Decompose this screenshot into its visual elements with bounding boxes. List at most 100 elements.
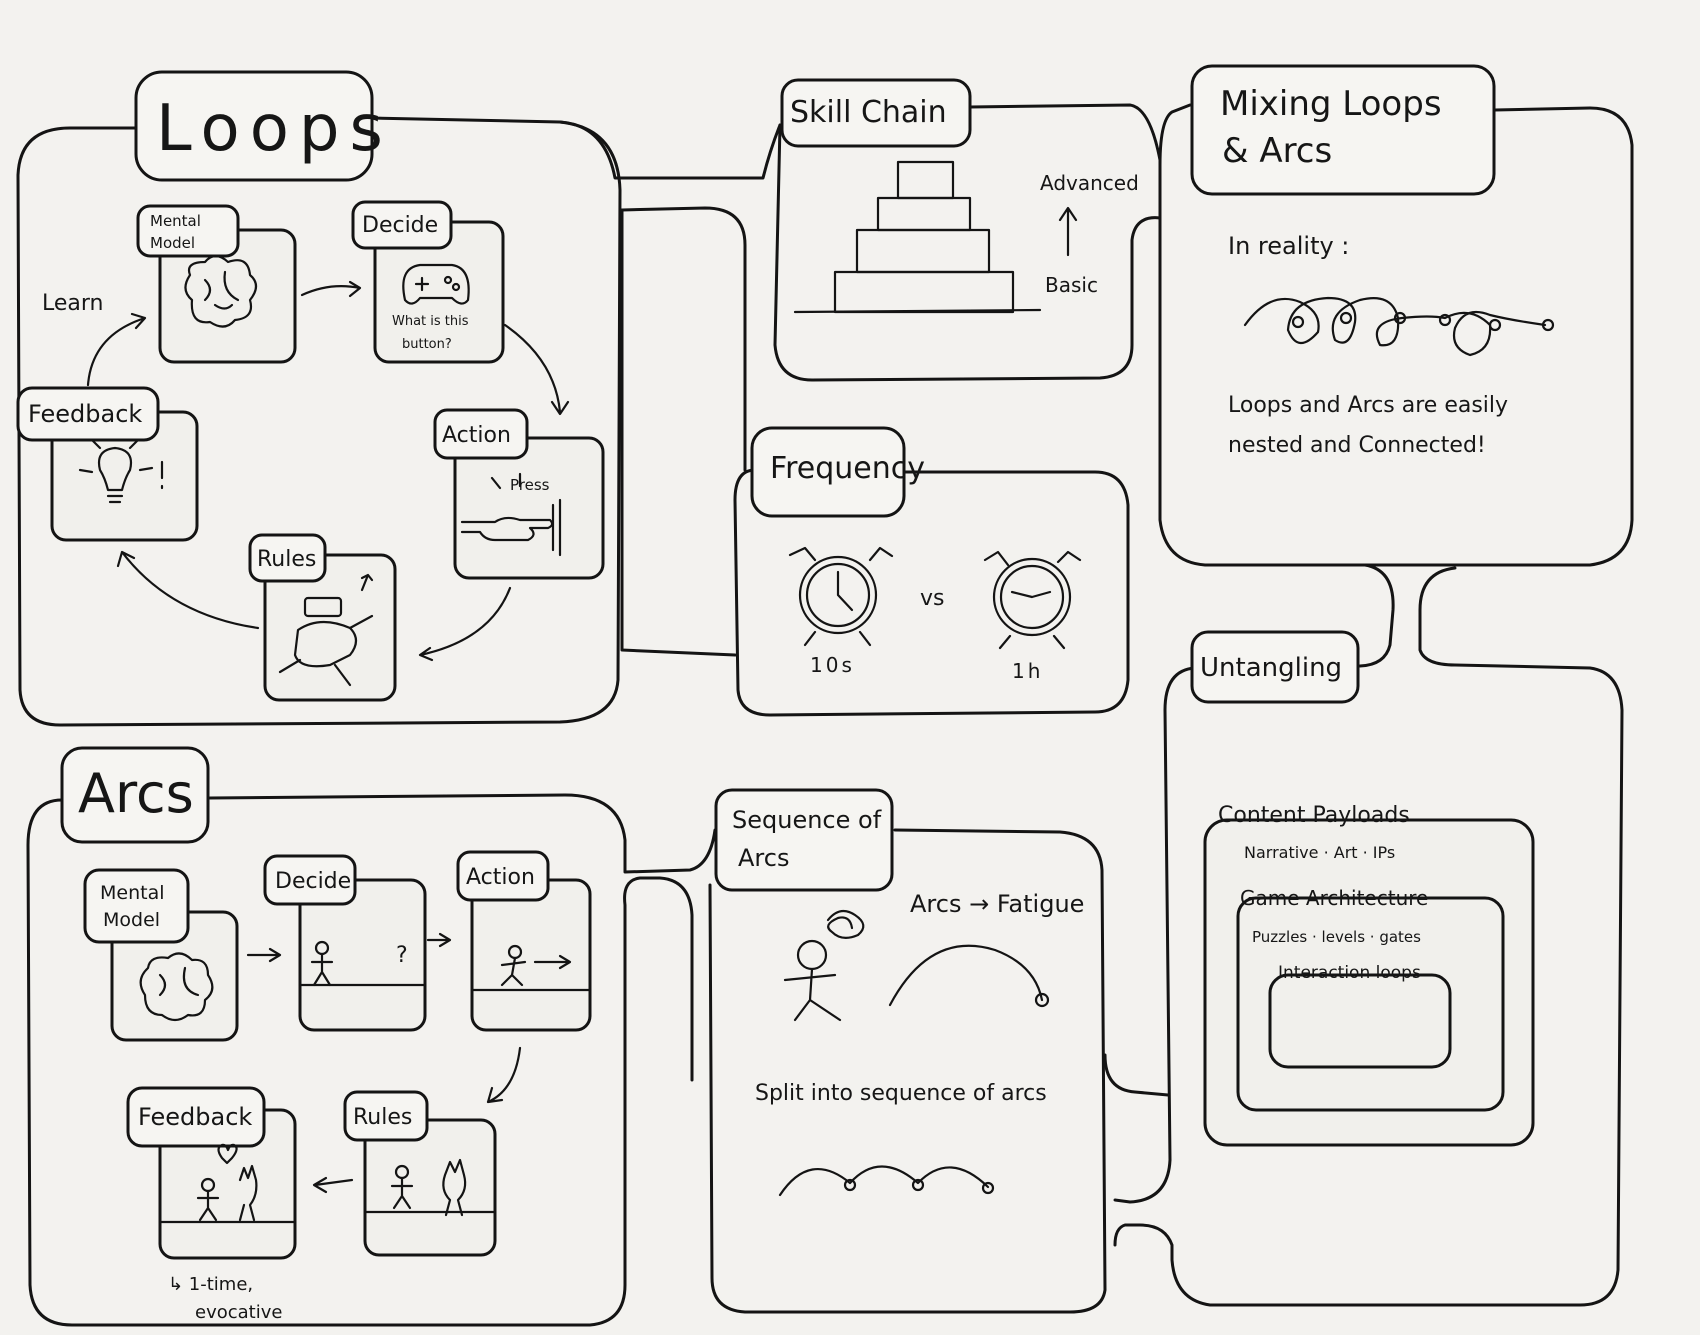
arcs-action-label: Action [466, 865, 535, 890]
loops-frame [16, 116, 622, 727]
connector-seq-untangling [1103, 1053, 1170, 1097]
sequence-frame [708, 828, 1107, 1314]
arcs-feedback-tag [126, 1086, 266, 1148]
loops-mental-model-label-1: Mental [150, 212, 201, 230]
loops-decide-tag [351, 200, 453, 250]
connector-loops-skill [558, 120, 782, 180]
tired-stick-figure-icon [783, 909, 865, 1022]
sequence-split-label: Split into sequence of arcs [755, 1081, 1047, 1106]
frequency-title: Frequency [770, 451, 925, 486]
running-character-icon [278, 573, 374, 687]
arcs-frame [26, 798, 694, 1327]
mixing-frame [1158, 103, 1634, 567]
arcs-mental-label-2: Model [103, 909, 160, 931]
loops-action-label: Action [442, 423, 511, 448]
skill-basic-label: Basic [1045, 273, 1098, 297]
arcs-decide-tag [263, 854, 357, 906]
arcs-arrow-action-rules [486, 1046, 522, 1104]
loops-mental-model-label-2: Model [150, 234, 195, 252]
stick-figure-icon [298, 940, 427, 987]
alarm-clock-1h-icon [983, 550, 1082, 650]
arrow-decide-to-action [503, 323, 570, 416]
connector-mixing-untangling [1358, 563, 1395, 668]
loops-title-box [134, 70, 374, 182]
mixing-title-2: & Arcs [1222, 131, 1332, 171]
loops-feedback-tag [16, 386, 160, 442]
arcs-arrow-mental-decide [246, 947, 282, 963]
content-payloads-items: Narrative · Art · IPs [1244, 843, 1395, 862]
pointing-hand-icon [460, 472, 562, 557]
arrow-feedback-to-mental [86, 312, 147, 387]
alarm-clock-10s-icon [788, 546, 894, 647]
loops-rules-tag [248, 533, 327, 583]
mixing-note-2: nested and Connected! [1228, 433, 1486, 458]
game-architecture-items: Puzzles · levels · gates [1252, 928, 1421, 946]
arcs-title-box [60, 746, 210, 844]
brain-icon [184, 254, 258, 328]
mixing-title-box [1190, 64, 1496, 196]
skill-title-box [780, 78, 972, 148]
loops-action-press: Press [510, 476, 550, 494]
frequency-left-label: 10s [810, 653, 855, 677]
loops-decide-label: Decide [362, 213, 438, 238]
arcs-decide-card [298, 878, 427, 1032]
sequence-title-box [714, 788, 894, 892]
inner-divider-b [620, 208, 737, 657]
mixing-note-1: Loops and Arcs are easily [1228, 393, 1508, 418]
loops-decide-caption-2: button? [402, 337, 452, 352]
mixing-title-1: Mixing Loops [1220, 84, 1442, 124]
loops-decide-caption-1: What is this [392, 314, 469, 329]
heart-couple-icon [158, 1143, 297, 1224]
content-payloads-label: Content Payloads [1218, 803, 1410, 828]
stick-figure-and-monster-icon [363, 1158, 497, 1217]
skill-title: Skill Chain [790, 95, 947, 130]
arcs-action-tag [456, 850, 550, 902]
arcs-mental-model-tag [83, 868, 190, 944]
split-arcs-sequence [778, 1165, 995, 1197]
arcs-footnote-1: ↳ 1-time, [168, 1274, 253, 1295]
frequency-title-box [750, 426, 906, 518]
mixing-in-reality: In reality : [1228, 232, 1349, 260]
connector-mixing-untangling-b [1113, 566, 1624, 1307]
loops-feedback-label: Feedback [28, 400, 142, 428]
game-architecture-label: Game Architecture [1240, 886, 1428, 910]
untangling-title-box [1190, 630, 1360, 704]
arcs-rules-tag [343, 1090, 429, 1142]
sequence-fatigue: Arcs → Fatigue [910, 890, 1084, 918]
inner-divider [620, 206, 747, 472]
loops-learn-label: Learn [42, 291, 104, 316]
untangling-title: Untangling [1200, 653, 1342, 683]
arcs-arrow-rules-feedback [312, 1176, 354, 1194]
gamepad-icon [402, 263, 470, 305]
loops-mental-model-tag [136, 204, 240, 258]
frequency-right-label: 1h [1012, 659, 1043, 683]
loops-rules-label: Rules [257, 547, 316, 572]
arcs-title: Arcs [78, 762, 194, 825]
lightbulb-icon [78, 438, 164, 504]
interaction-loops-box [1268, 973, 1452, 1069]
skill-frame [773, 103, 1162, 382]
loops-action-card [453, 436, 605, 580]
sequence-title-2: Arcs [738, 844, 789, 872]
interaction-loops-label: Interaction loops [1278, 963, 1421, 983]
loops-title: Loops [156, 92, 393, 166]
arcs-rules-card [363, 1118, 497, 1257]
skill-advanced-label: Advanced [1040, 171, 1139, 195]
frequency-frame [733, 468, 1130, 717]
arcs-footnote-2: evocative [195, 1302, 282, 1323]
arcs-mental-label-1: Mental [100, 882, 165, 904]
arrow-rules-to-feedback [116, 550, 260, 630]
arcs-rules-label: Rules [353, 1105, 412, 1130]
arcs-arrow-decide-action [426, 932, 452, 948]
single-long-arc [888, 944, 1050, 1008]
skill-up-arrow [1058, 206, 1078, 257]
frequency-vs: vs [920, 586, 944, 611]
arcs-feedback-label: Feedback [138, 1103, 252, 1131]
arrow-mental-to-decide [300, 280, 362, 298]
arcs-decide-label: Decide [275, 869, 351, 894]
running-stick-figure-icon [470, 944, 592, 992]
loops-action-tag [433, 408, 529, 460]
arcs-action-card [470, 878, 592, 1032]
arcs-brain-icon [139, 952, 214, 1022]
